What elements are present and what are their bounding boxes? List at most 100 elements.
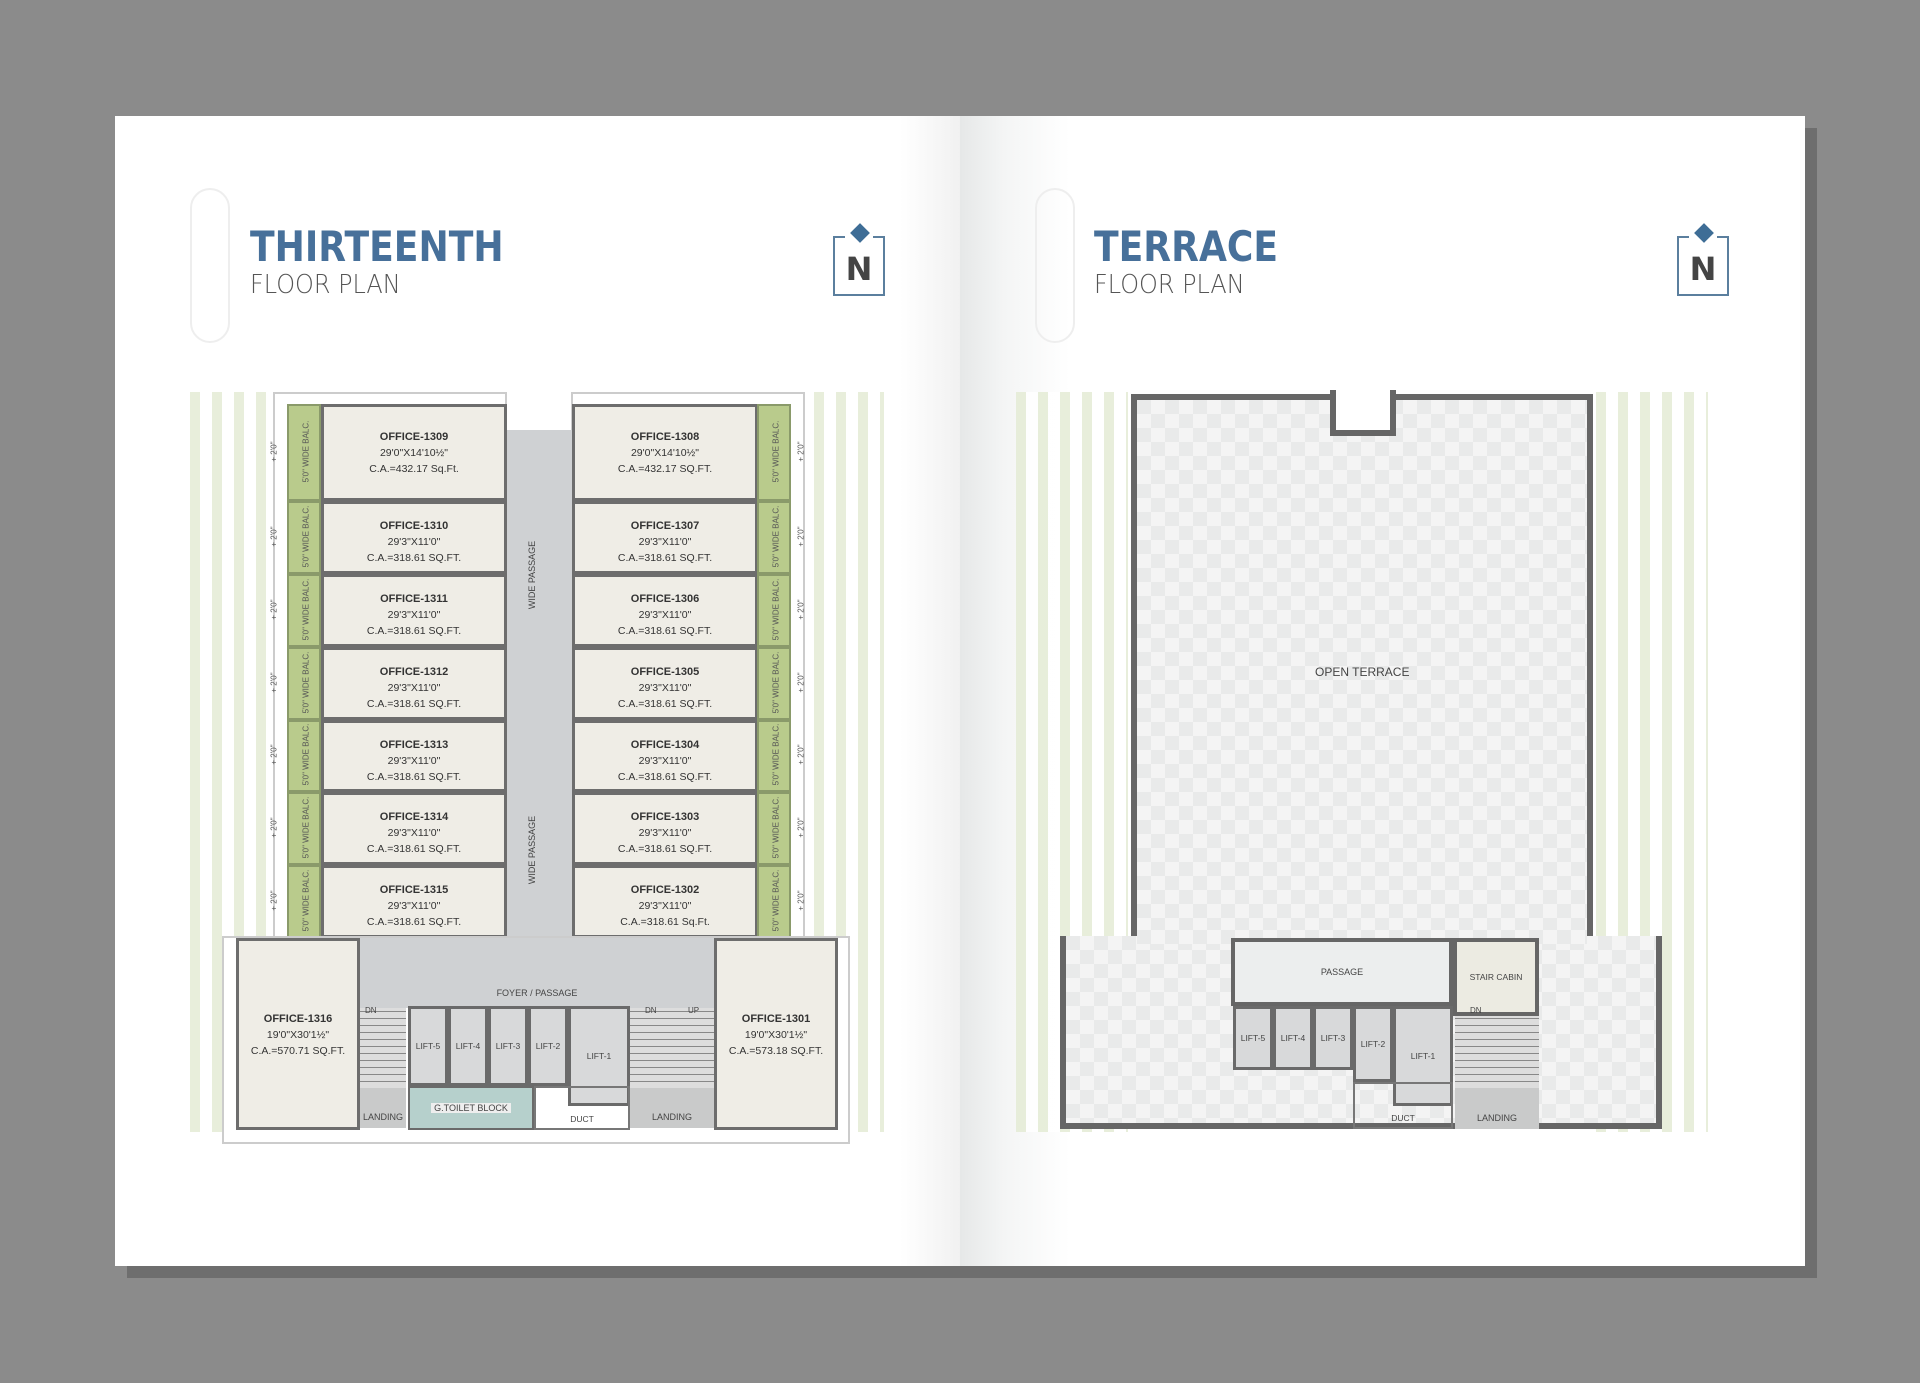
page-title: TERRACE xyxy=(1094,222,1279,271)
office-1309[interactable]: OFFICE-1309 29'0"X14'10½" C.A.=432.17 Sq… xyxy=(321,404,507,501)
office-1306[interactable]: OFFICE-1306 29'3"X11'0" C.A.=318.61 SQ.F… xyxy=(572,574,758,647)
north-compass-icon: N xyxy=(833,223,885,296)
lift-5: LIFT-5 xyxy=(1233,1006,1273,1070)
offset-dimension: + 2'0" xyxy=(269,671,279,693)
offset-dimension: + 2'0" xyxy=(269,440,279,462)
lift-5: LIFT-5 xyxy=(408,1006,448,1086)
page-subtitle: FLOOR PLAN xyxy=(250,270,401,300)
north-compass-icon: N xyxy=(1677,223,1729,296)
terrace-notch xyxy=(1330,390,1396,436)
page-title: THIRTEENTH xyxy=(250,222,504,271)
balcony-label: 5'0" WIDE BALC. xyxy=(301,505,311,567)
office-1310[interactable]: OFFICE-1310 29'3"X11'0" C.A.=318.61 SQ.F… xyxy=(321,501,507,574)
stair-cabin-label: STAIR CABIN xyxy=(1469,972,1523,982)
offset-dimension: + 2'0" xyxy=(796,816,806,838)
balcony: 5'0" WIDE BALC. xyxy=(287,792,321,865)
balcony-label: 5'0" WIDE BALC. xyxy=(301,420,311,482)
balcony-label: 5'0" WIDE BALC. xyxy=(771,505,781,567)
foyer-label: FOYER / PASSAGE xyxy=(496,988,578,998)
foyer-passage: FOYER / PASSAGE xyxy=(360,938,714,1008)
balcony-label: 5'0" WIDE BALC. xyxy=(771,651,781,713)
landing: LANDING xyxy=(1455,1088,1539,1129)
balcony: 5'0" WIDE BALC. xyxy=(757,501,791,574)
balcony-label: 5'0" WIDE BALC. xyxy=(301,578,311,640)
offset-dimension: + 2'0" xyxy=(269,816,279,838)
office-1302[interactable]: OFFICE-1302 29'3"X11'0" C.A.=318.61 Sq.F… xyxy=(572,865,758,938)
stair-up-label: UP xyxy=(688,1006,700,1015)
lift-1: LIFT-1 xyxy=(568,1006,630,1106)
balcony: 5'0" WIDE BALC. xyxy=(287,720,321,792)
balcony: 5'0" WIDE BALC. xyxy=(287,647,321,720)
offset-dimension: + 2'0" xyxy=(796,889,806,911)
balcony: 5'0" WIDE BALC. xyxy=(287,574,321,647)
staircase xyxy=(630,1008,714,1088)
spine-shade xyxy=(900,116,960,1266)
balcony-label: 5'0" WIDE BALC. xyxy=(301,869,311,931)
offset-dimension: + 2'0" xyxy=(269,889,279,911)
office-1314[interactable]: OFFICE-1314 29'3"X11'0" C.A.=318.61 SQ.F… xyxy=(321,792,507,865)
offset-dimension: + 2'0" xyxy=(269,598,279,620)
landing: LANDING xyxy=(630,1088,714,1128)
lift-4: LIFT-4 xyxy=(1273,1006,1313,1070)
offset-dimension: + 2'0" xyxy=(796,671,806,693)
stair-down-label: DN xyxy=(365,1006,377,1015)
lift-2: LIFT-2 xyxy=(1353,1006,1393,1082)
lift-4: LIFT-4 xyxy=(448,1006,488,1086)
balcony-label: 5'0" WIDE BALC. xyxy=(771,723,781,786)
decorative-ornament-icon xyxy=(1035,188,1075,343)
office-1313[interactable]: OFFICE-1313 29'3"X11'0" C.A.=318.61 SQ.F… xyxy=(321,720,507,792)
offset-dimension: + 2'0" xyxy=(269,744,279,765)
balcony-label: 5'0" WIDE BALC. xyxy=(301,723,311,786)
staircase xyxy=(1455,1016,1539,1088)
balcony: 5'0" WIDE BALC. xyxy=(757,404,791,501)
lift-3: LIFT-3 xyxy=(488,1006,528,1086)
stair-down-label: DN xyxy=(645,1006,657,1015)
decorative-ornament-icon xyxy=(190,188,230,343)
balcony-label: 5'0" WIDE BALC. xyxy=(301,796,311,858)
duct: DUCT xyxy=(534,1086,630,1130)
wide-passage xyxy=(506,430,572,938)
balcony: 5'0" WIDE BALC. xyxy=(287,865,321,938)
passage-label: PASSAGE xyxy=(1320,967,1364,977)
balcony-label: 5'0" WIDE BALC. xyxy=(301,651,311,713)
office-1316[interactable]: OFFICE-1316 19'0"X30'1½" C.A.=570.71 SQ.… xyxy=(236,938,360,1130)
stair-down-label: DN xyxy=(1470,1006,1482,1015)
landing: LANDING xyxy=(360,1088,406,1128)
office-1315[interactable]: OFFICE-1315 29'3"X11'0" C.A.=318.61 SQ.F… xyxy=(321,865,507,938)
office-1305[interactable]: OFFICE-1305 29'3"X11'0" C.A.=318.61 SQ.F… xyxy=(572,647,758,720)
office-1304[interactable]: OFFICE-1304 29'3"X11'0" C.A.=318.61 SQ.F… xyxy=(572,720,758,792)
offset-dimension: + 2'0" xyxy=(796,744,806,765)
offset-dimension: + 2'0" xyxy=(269,525,279,547)
office-1303[interactable]: OFFICE-1303 29'3"X11'0" C.A.=318.61 SQ.F… xyxy=(572,792,758,865)
page-subtitle: FLOOR PLAN xyxy=(1094,270,1245,300)
open-terrace-label: OPEN TERRACE xyxy=(1315,665,1410,679)
office-1311[interactable]: OFFICE-1311 29'3"X11'0" C.A.=318.61 SQ.F… xyxy=(321,574,507,647)
balcony: 5'0" WIDE BALC. xyxy=(757,720,791,792)
offset-dimension: + 2'0" xyxy=(796,525,806,547)
lift-2: LIFT-2 xyxy=(528,1006,568,1086)
office-1307[interactable]: OFFICE-1307 29'3"X11'0" C.A.=318.61 SQ.F… xyxy=(572,501,758,574)
balcony-label: 5'0" WIDE BALC. xyxy=(771,869,781,931)
office-1308[interactable]: OFFICE-1308 29'0"X14'10½" C.A.=432.17 SQ… xyxy=(572,404,758,501)
open-terrace xyxy=(1131,394,1593,940)
lift-1: LIFT-1 xyxy=(1393,1006,1453,1106)
balcony: 5'0" WIDE BALC. xyxy=(757,647,791,720)
stair-cabin: STAIR CABIN xyxy=(1453,938,1539,1016)
balcony-label: 5'0" WIDE BALC. xyxy=(771,420,781,482)
balcony: 5'0" WIDE BALC. xyxy=(287,501,321,574)
toilet-block: G.TOILET BLOCK xyxy=(408,1086,534,1130)
offset-dimension: + 2'0" xyxy=(796,440,806,462)
passage-label: WIDE PASSAGE xyxy=(527,540,538,610)
balcony: 5'0" WIDE BALC. xyxy=(757,574,791,647)
balcony: 5'0" WIDE BALC. xyxy=(287,404,321,501)
balcony: 5'0" WIDE BALC. xyxy=(757,792,791,865)
lift-3: LIFT-3 xyxy=(1313,1006,1353,1070)
office-1312[interactable]: OFFICE-1312 29'3"X11'0" C.A.=318.61 SQ.F… xyxy=(321,647,507,720)
balcony-label: 5'0" WIDE BALC. xyxy=(771,578,781,640)
passage: PASSAGE xyxy=(1231,938,1453,1006)
offset-dimension: + 2'0" xyxy=(796,598,806,620)
balcony-label: 5'0" WIDE BALC. xyxy=(771,796,781,858)
duct: DUCT xyxy=(1353,1082,1453,1129)
staircase xyxy=(360,1008,406,1088)
office-1301[interactable]: OFFICE-1301 19'0"X30'1½" C.A.=573.18 SQ.… xyxy=(714,938,838,1130)
